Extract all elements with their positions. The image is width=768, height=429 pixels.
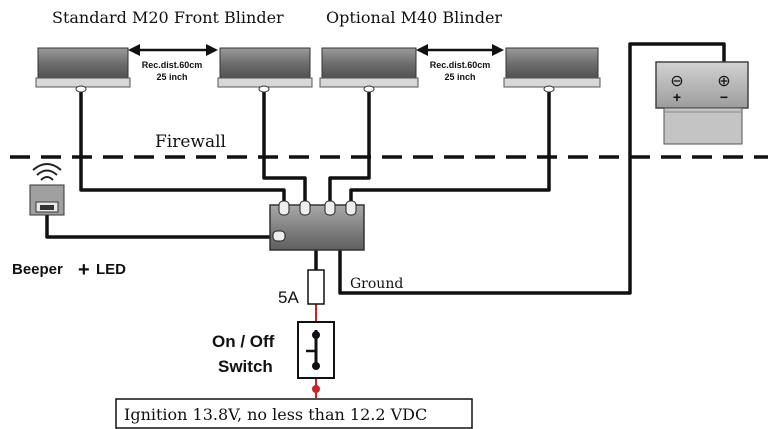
ground-label: Ground: [350, 276, 403, 292]
battery: [655, 61, 749, 145]
fuse-icon: [307, 269, 325, 305]
distance-arrow-right: [416, 44, 504, 56]
blinder-4: [503, 47, 601, 93]
beeper-led-label-plus: +: [78, 259, 90, 281]
wire-beeper: [45, 212, 279, 239]
blinder-2: [217, 47, 313, 93]
junction-box: [269, 200, 365, 251]
switch-icon: [297, 321, 335, 393]
wire-blinder-1: [79, 92, 286, 207]
wire-blinder-2: [262, 92, 307, 207]
distance-label-left-1: Rec.dist.60cm: [142, 60, 203, 70]
distance-label-left-2: 25 inch: [156, 72, 187, 82]
beeper-icon: [29, 163, 65, 216]
distance-label-right-2: 25 inch: [444, 72, 475, 82]
optional-blinder-title: Optional M40 Blinder: [326, 8, 502, 27]
ignition-label: Ignition 13.8V, no less than 12.2 VDC: [124, 405, 427, 424]
distance-arrow-left: [128, 44, 218, 56]
switch-label-line2: Switch: [218, 357, 273, 376]
ignition-box: [115, 398, 473, 429]
beeper-led-label-led: LED: [96, 261, 126, 278]
battery-positive-terminal-icon: ⊕: [717, 73, 730, 90]
wire-ground: [338, 42, 726, 295]
standard-blinder-title: Standard M20 Front Blinder: [52, 8, 284, 27]
blinder-3: [319, 47, 419, 93]
switch-label-line1: On / Off: [212, 332, 275, 351]
wire-blinder-3: [328, 92, 371, 207]
wire-blinder-4: [349, 92, 551, 207]
firewall-label: Firewall: [155, 132, 226, 152]
battery-negative-terminal-icon: ⊖: [670, 73, 683, 90]
beeper-led-label-beeper: Beeper: [12, 261, 63, 278]
distance-label-right-1: Rec.dist.60cm: [430, 60, 491, 70]
battery-minus-sign: −: [720, 89, 728, 105]
blinder-1: [35, 47, 131, 93]
fuse-label: 5A: [278, 288, 299, 307]
battery-plus-sign: +: [673, 89, 681, 105]
